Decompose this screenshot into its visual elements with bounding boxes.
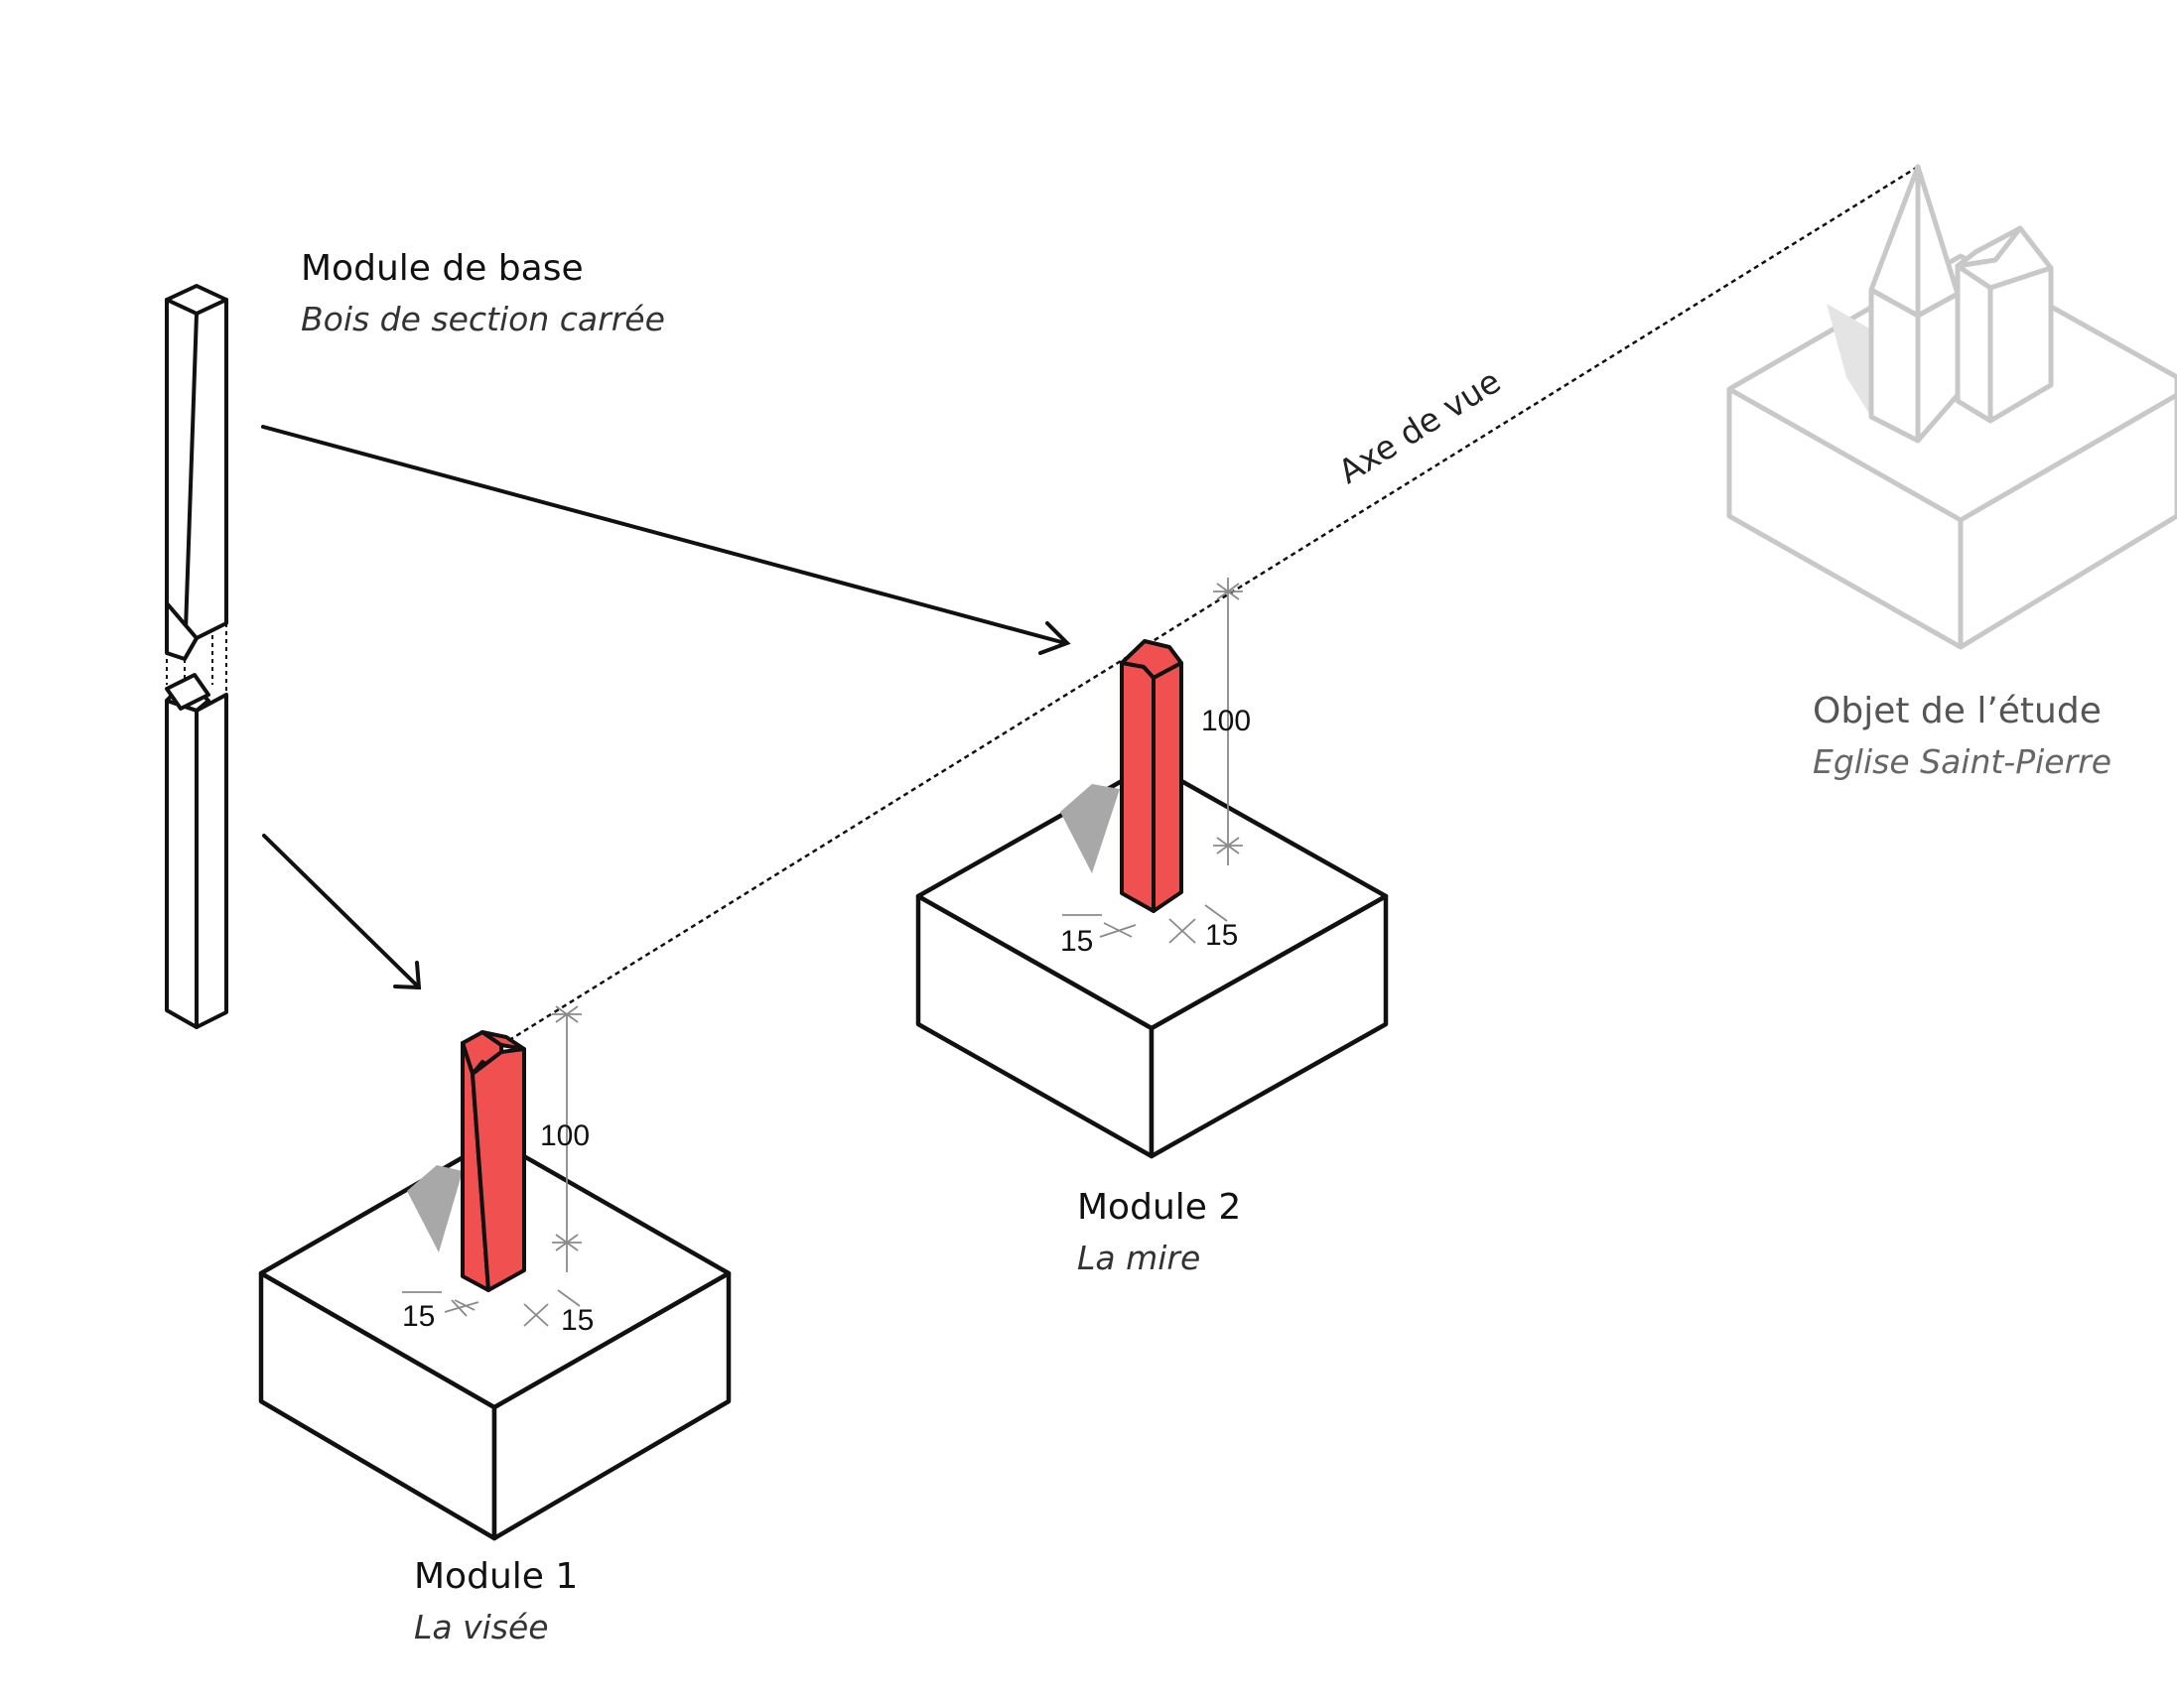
- module2-width-right-label: 15: [1205, 919, 1238, 952]
- study-object-title: Objet de l’étude: [1813, 691, 2102, 731]
- base-module-post: [165, 284, 228, 1029]
- module2-dimensions: [1062, 578, 1243, 944]
- base-module-joint-guides: [166, 623, 227, 695]
- module1-subtitle: La visée: [414, 1608, 549, 1646]
- module2-shadow: [1060, 784, 1120, 873]
- base-module-subtitle: Bois de section carrée: [301, 300, 665, 338]
- module1-shadow: [407, 1165, 463, 1252]
- church-building: [1868, 164, 2054, 444]
- module1-width-left-label: 15: [402, 1300, 435, 1333]
- study-object-subtitle: Eglise Saint-Pierre: [1813, 742, 2112, 781]
- module1-dimensions: [402, 1005, 582, 1327]
- sight-axis-line: [500, 165, 1919, 1047]
- module2-width-left-label: 15: [1060, 925, 1093, 958]
- module1-height-label: 100: [540, 1119, 590, 1152]
- module1-post: [461, 1030, 526, 1292]
- base-module-title: Module de base: [301, 248, 584, 289]
- module2-subtitle: La mire: [1077, 1239, 1201, 1277]
- module2-post: [1120, 639, 1183, 913]
- church-shadow: [1827, 304, 1871, 417]
- module2-title: Module 2: [1077, 1187, 1242, 1228]
- church-plinth: [1726, 253, 2177, 650]
- arrow-to-module1: [262, 834, 422, 990]
- module1-title: Module 1: [414, 1556, 579, 1597]
- arrow-to-module2: [261, 425, 1071, 655]
- module2-height-label: 100: [1201, 705, 1251, 737]
- module1-width-right-label: 15: [561, 1304, 594, 1337]
